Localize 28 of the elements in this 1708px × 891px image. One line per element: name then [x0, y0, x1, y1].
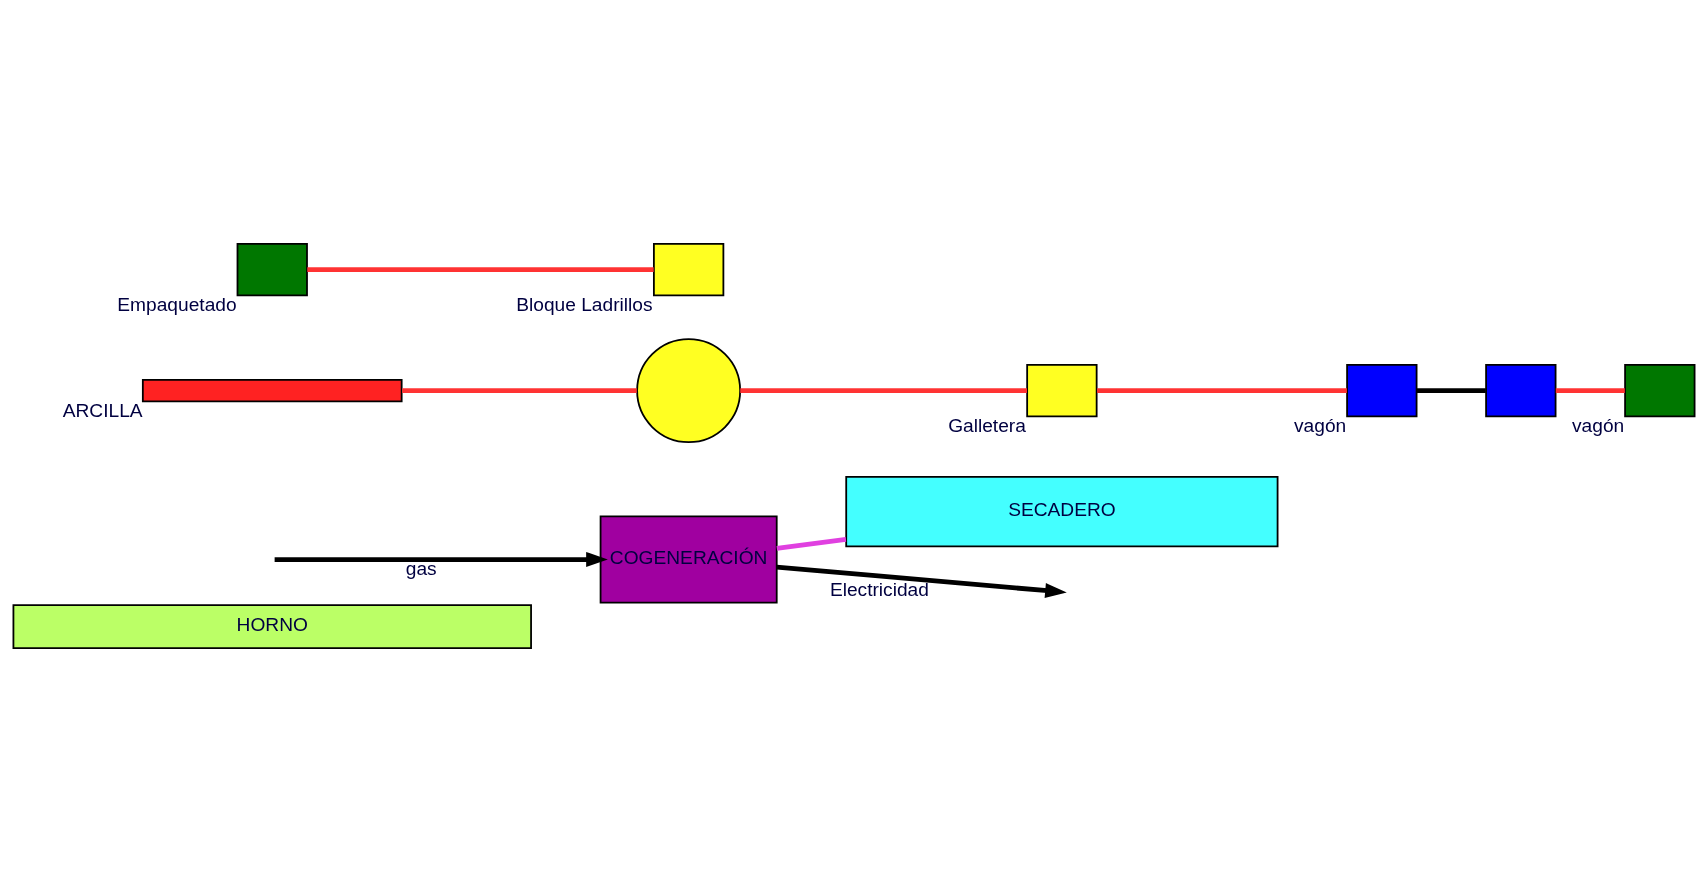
connector	[776, 536, 847, 551]
node-box	[1624, 363, 1696, 417]
node-label: ARCILLA	[62, 399, 143, 421]
connector	[740, 387, 1027, 393]
node-label: Galletera	[948, 414, 1026, 436]
arrow	[274, 551, 608, 567]
node-box	[1346, 363, 1418, 417]
connector	[1097, 387, 1347, 393]
node-circle	[636, 337, 742, 443]
node-bar	[141, 378, 403, 402]
node-label: Bloque Ladrillos	[516, 293, 653, 315]
node-box	[653, 242, 725, 296]
edge-label: gas	[405, 557, 437, 579]
arrow	[776, 564, 1067, 598]
node-box: COGENERACIÓN	[599, 515, 778, 604]
connector	[1555, 387, 1625, 393]
node-label: vagón	[1572, 414, 1625, 436]
node-label: Empaquetado	[117, 293, 237, 315]
node-box	[1485, 363, 1557, 417]
node-box	[236, 242, 308, 296]
edge-label: Electricidad	[829, 578, 929, 600]
connector	[402, 387, 637, 393]
node-box	[1026, 363, 1098, 417]
connector	[307, 266, 654, 272]
node-box: HORNO	[12, 603, 532, 649]
connector	[1416, 387, 1486, 393]
node-label: vagón	[1294, 414, 1347, 436]
node-box: SECADERO	[845, 475, 1279, 547]
